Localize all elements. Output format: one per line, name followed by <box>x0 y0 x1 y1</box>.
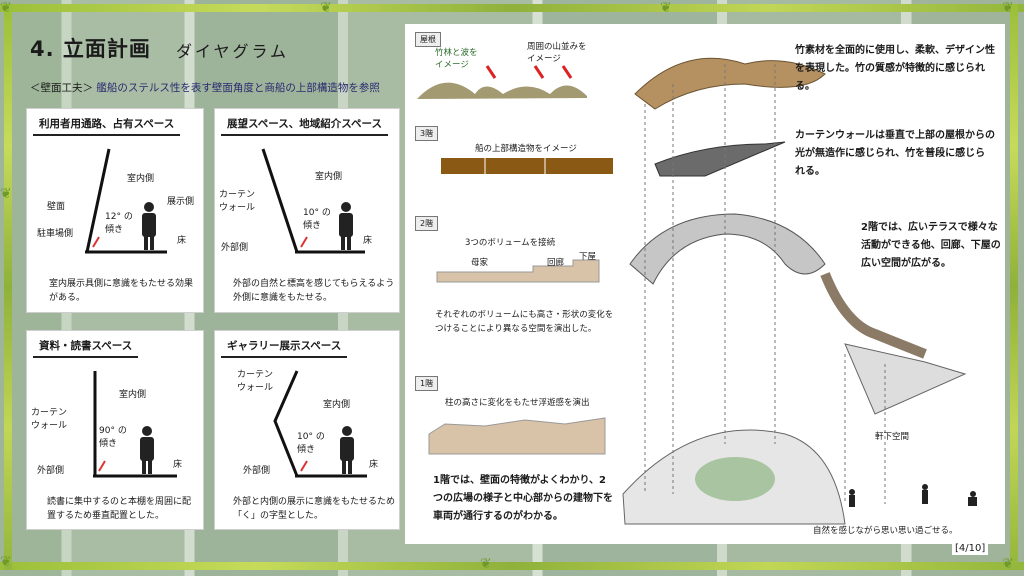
wall-section-diagram <box>85 148 167 254</box>
label-outdoor: 外部側 <box>37 466 65 476</box>
first-floor-label: 柱の高さに変化をもたせ浮遊感を演出 <box>445 398 590 408</box>
red-arrow-icon <box>485 65 573 79</box>
tag-first-floor: 1階 <box>415 376 439 391</box>
label-curtain-wall: カーテン ウォール <box>237 370 274 393</box>
panel-caption: 読書に集中するのと本棚を周囲に配置するため垂直配置とした。 <box>47 497 192 521</box>
second-floor-note: 2階では、広いテラスで様々な活動ができる他、回廊、下屋の広い空間が広がる。 <box>861 222 1001 269</box>
eaves-label: 軒下空間 <box>875 432 910 442</box>
wall-panel-gallery: ギャラリー展示スペース カーテン ウォール 室内側 10° の 傾き 外部側 床… <box>214 330 400 530</box>
wall-section-diagram <box>273 370 367 478</box>
bottom-note: 自然を感じながら思い思い過ごせる。 <box>813 526 958 536</box>
third-floor-note: カーテンウォールは垂直で上部の屋根からの光が無造作に感じられ、竹を普段に感じられ… <box>795 130 995 177</box>
panel-caption: 室内展示具側に意識をもたせる効果がある。 <box>49 279 194 303</box>
tag-third-floor: 3階 <box>415 126 439 141</box>
wall-section-diagram <box>93 371 177 478</box>
second-floor-volumes <box>436 259 600 283</box>
label-outdoor: 外部側 <box>221 243 249 253</box>
third-floor-label: 船の上部構造物をイメージ <box>475 144 577 154</box>
bamboo-leaf-icon: ❦ <box>0 186 12 202</box>
panel-title: 利用者用通路、占有スペース <box>33 113 181 136</box>
elevation-diagram-area: 屋根 竹林と波を イメージ 周囲の山並みを イメージ 3階 船の上部構造物をイメ… <box>405 24 1005 544</box>
label-floor: 床 <box>177 236 187 246</box>
red-arrow-icon <box>98 460 106 472</box>
panel-caption: 外部の自然と標高を感じてもらえるよう外側に意識をもたせる。 <box>233 279 395 303</box>
roof-label-mountain: 周囲の山並みを イメージ <box>527 42 587 64</box>
page-number: [4/10] <box>952 542 989 555</box>
label-curtain-wall: カーテン ウォール <box>31 408 68 431</box>
label-angle: 10° の 傾き <box>303 208 331 231</box>
part-annex: 下屋 <box>579 252 597 262</box>
wall-heading: ＜壁面工夫＞ <box>30 82 93 94</box>
panel-title: 資料・読書スペース <box>33 335 139 358</box>
roof-note: 竹素材を全面的に使用し、柔軟、デザイン性を表現した。竹の質感が特徴的に感じられる… <box>795 45 995 92</box>
page-title: 4. 立面計画 <box>30 37 151 61</box>
second-floor-layer <box>629 213 826 285</box>
person-silhouette-icon <box>339 202 353 250</box>
label-indoor: 室内側 <box>315 172 343 182</box>
wall-section-diagram <box>261 148 365 254</box>
lower-roof-layer <box>844 343 967 415</box>
corridor-layer <box>820 272 927 359</box>
person-silhouette-icon <box>140 426 154 474</box>
panel-title: 展望スペース、地域紹介スペース <box>221 113 388 136</box>
bamboo-leaf-icon: ❦ <box>1002 0 1014 16</box>
label-angle: 10° の 傾き <box>297 432 325 455</box>
bamboo-frame-bottom <box>0 562 1024 570</box>
label-indoor: 室内側 <box>127 174 155 184</box>
plaza-green <box>695 457 775 501</box>
second-floor-description: それぞれのボリュームにも高さ・形状の変化をつけることにより異なる空間を演出した。 <box>435 310 614 334</box>
panel-caption: 外部と内側の展示に意識をもたせるため「く」の字型とした。 <box>233 497 396 521</box>
person-silhouette-icon <box>340 426 354 474</box>
label-floor: 床 <box>369 460 379 470</box>
roof-label-bamboo: 竹林と波を イメージ <box>435 48 478 70</box>
label-parking: 駐車場側 <box>37 229 74 239</box>
third-floor-layer <box>654 141 786 177</box>
bamboo-leaf-icon: ❦ <box>0 0 12 16</box>
label-curtain-wall: カーテン ウォール <box>219 190 256 213</box>
panel-title: ギャラリー展示スペース <box>221 335 348 358</box>
bamboo-leaf-icon: ❦ <box>660 0 672 16</box>
wall-panel-reading: 資料・読書スペース 室内側 カーテン ウォール 90° の 傾き 外部側 床 読… <box>26 330 204 530</box>
bamboo-leaf-icon: ❦ <box>320 0 332 16</box>
label-exhibit: 展示側 <box>167 197 195 207</box>
wall-design-note: ＜壁面工夫＞ 艦船のステルス性を表す壁面角度と商船の上部構造物を参照 <box>30 80 380 95</box>
red-arrow-icon <box>300 236 308 248</box>
red-arrow-icon <box>300 460 308 472</box>
label-angle: 12° の 傾き <box>105 212 133 235</box>
third-floor-bar <box>441 158 613 174</box>
exploded-axonometric <box>417 57 977 525</box>
label-floor: 床 <box>363 236 373 246</box>
first-floor-slab <box>428 417 606 455</box>
roof-wave-shape <box>417 82 587 99</box>
bamboo-frame-right <box>1010 4 1018 570</box>
label-angle: 90° の 傾き <box>99 426 127 449</box>
part-corridor: 回廊 <box>547 258 565 268</box>
label-indoor: 室内側 <box>119 390 147 400</box>
tag-second-floor: 2階 <box>415 216 439 231</box>
bamboo-frame-left <box>4 4 12 570</box>
roof-layer <box>634 57 826 110</box>
label-indoor: 室内側 <box>323 400 351 410</box>
part-main-house: 母家 <box>471 258 489 268</box>
tag-roof: 屋根 <box>415 32 441 47</box>
wall-panel-observation: 展望スペース、地域紹介スペース 室内側 カーテン ウォール 10° の 傾き 外… <box>214 108 400 313</box>
bamboo-leaf-icon: ❦ <box>0 554 12 570</box>
page-subtitle: ダイヤグラム <box>176 42 290 61</box>
projection-lines <box>644 64 886 504</box>
person-silhouette-icon <box>142 202 156 250</box>
first-floor-description: 1階では、壁面の特徴がよくわかり、2つの広場の様子と中心部からの建物下を車両が通… <box>433 475 613 522</box>
label-wall: 壁面 <box>47 202 66 212</box>
second-floor-label: 3つのボリュームを接続 <box>465 238 556 248</box>
wall-panel-passage: 利用者用通路、占有スペース 室内側 展示側 壁面 12° の 傾き 駐車場側 床… <box>26 108 204 313</box>
label-outdoor: 外部側 <box>243 466 271 476</box>
red-arrow-icon <box>92 236 100 248</box>
people-silhouettes-icon <box>849 484 977 507</box>
bamboo-leaf-icon: ❦ <box>480 556 492 572</box>
bamboo-leaf-icon: ❦ <box>1002 556 1014 572</box>
bamboo-frame-top <box>0 4 1024 12</box>
wall-description: 艦船のステルス性を表す壁面角度と商船の上部構造物を参照 <box>96 82 380 94</box>
label-floor: 床 <box>173 460 183 470</box>
